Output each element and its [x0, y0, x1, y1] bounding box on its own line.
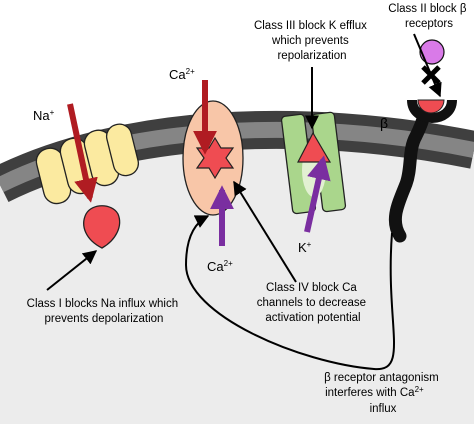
antagonist-ligand-icon — [419, 39, 445, 65]
ca-bottom-label: Ca2+ — [207, 259, 233, 274]
beta-antagonism-connector — [184, 215, 395, 371]
class2-label: Class II block β receptors — [388, 3, 469, 30]
k-efflux-arrow — [304, 155, 331, 233]
class4-pointer — [233, 180, 297, 283]
beta-receptor-cup — [407, 99, 457, 123]
class3-label: Class III block K efflux which prevents … — [254, 20, 370, 62]
beta-antagonism-label: β receptor antagonism interferes with Ca… — [324, 372, 442, 415]
cell-interior — [0, 129, 474, 424]
beta-label: β — [380, 115, 388, 131]
k-label: K+ — [298, 240, 312, 255]
class2-pointer — [413, 33, 442, 98]
class1-pointer — [46, 250, 98, 291]
na-label: Na+ — [33, 108, 55, 123]
na-influx-arrow — [67, 103, 98, 203]
class4-label: Class IV block Ca channels to decrease a… — [257, 282, 370, 324]
class1-label: Class I blocks Na influx which prevents … — [27, 298, 182, 325]
class2-blocker-half — [417, 99, 445, 114]
class1-blocker-drop — [83, 205, 121, 249]
ca-top-label: Ca2+ — [169, 67, 195, 82]
sodium-channel-icon — [35, 123, 140, 205]
